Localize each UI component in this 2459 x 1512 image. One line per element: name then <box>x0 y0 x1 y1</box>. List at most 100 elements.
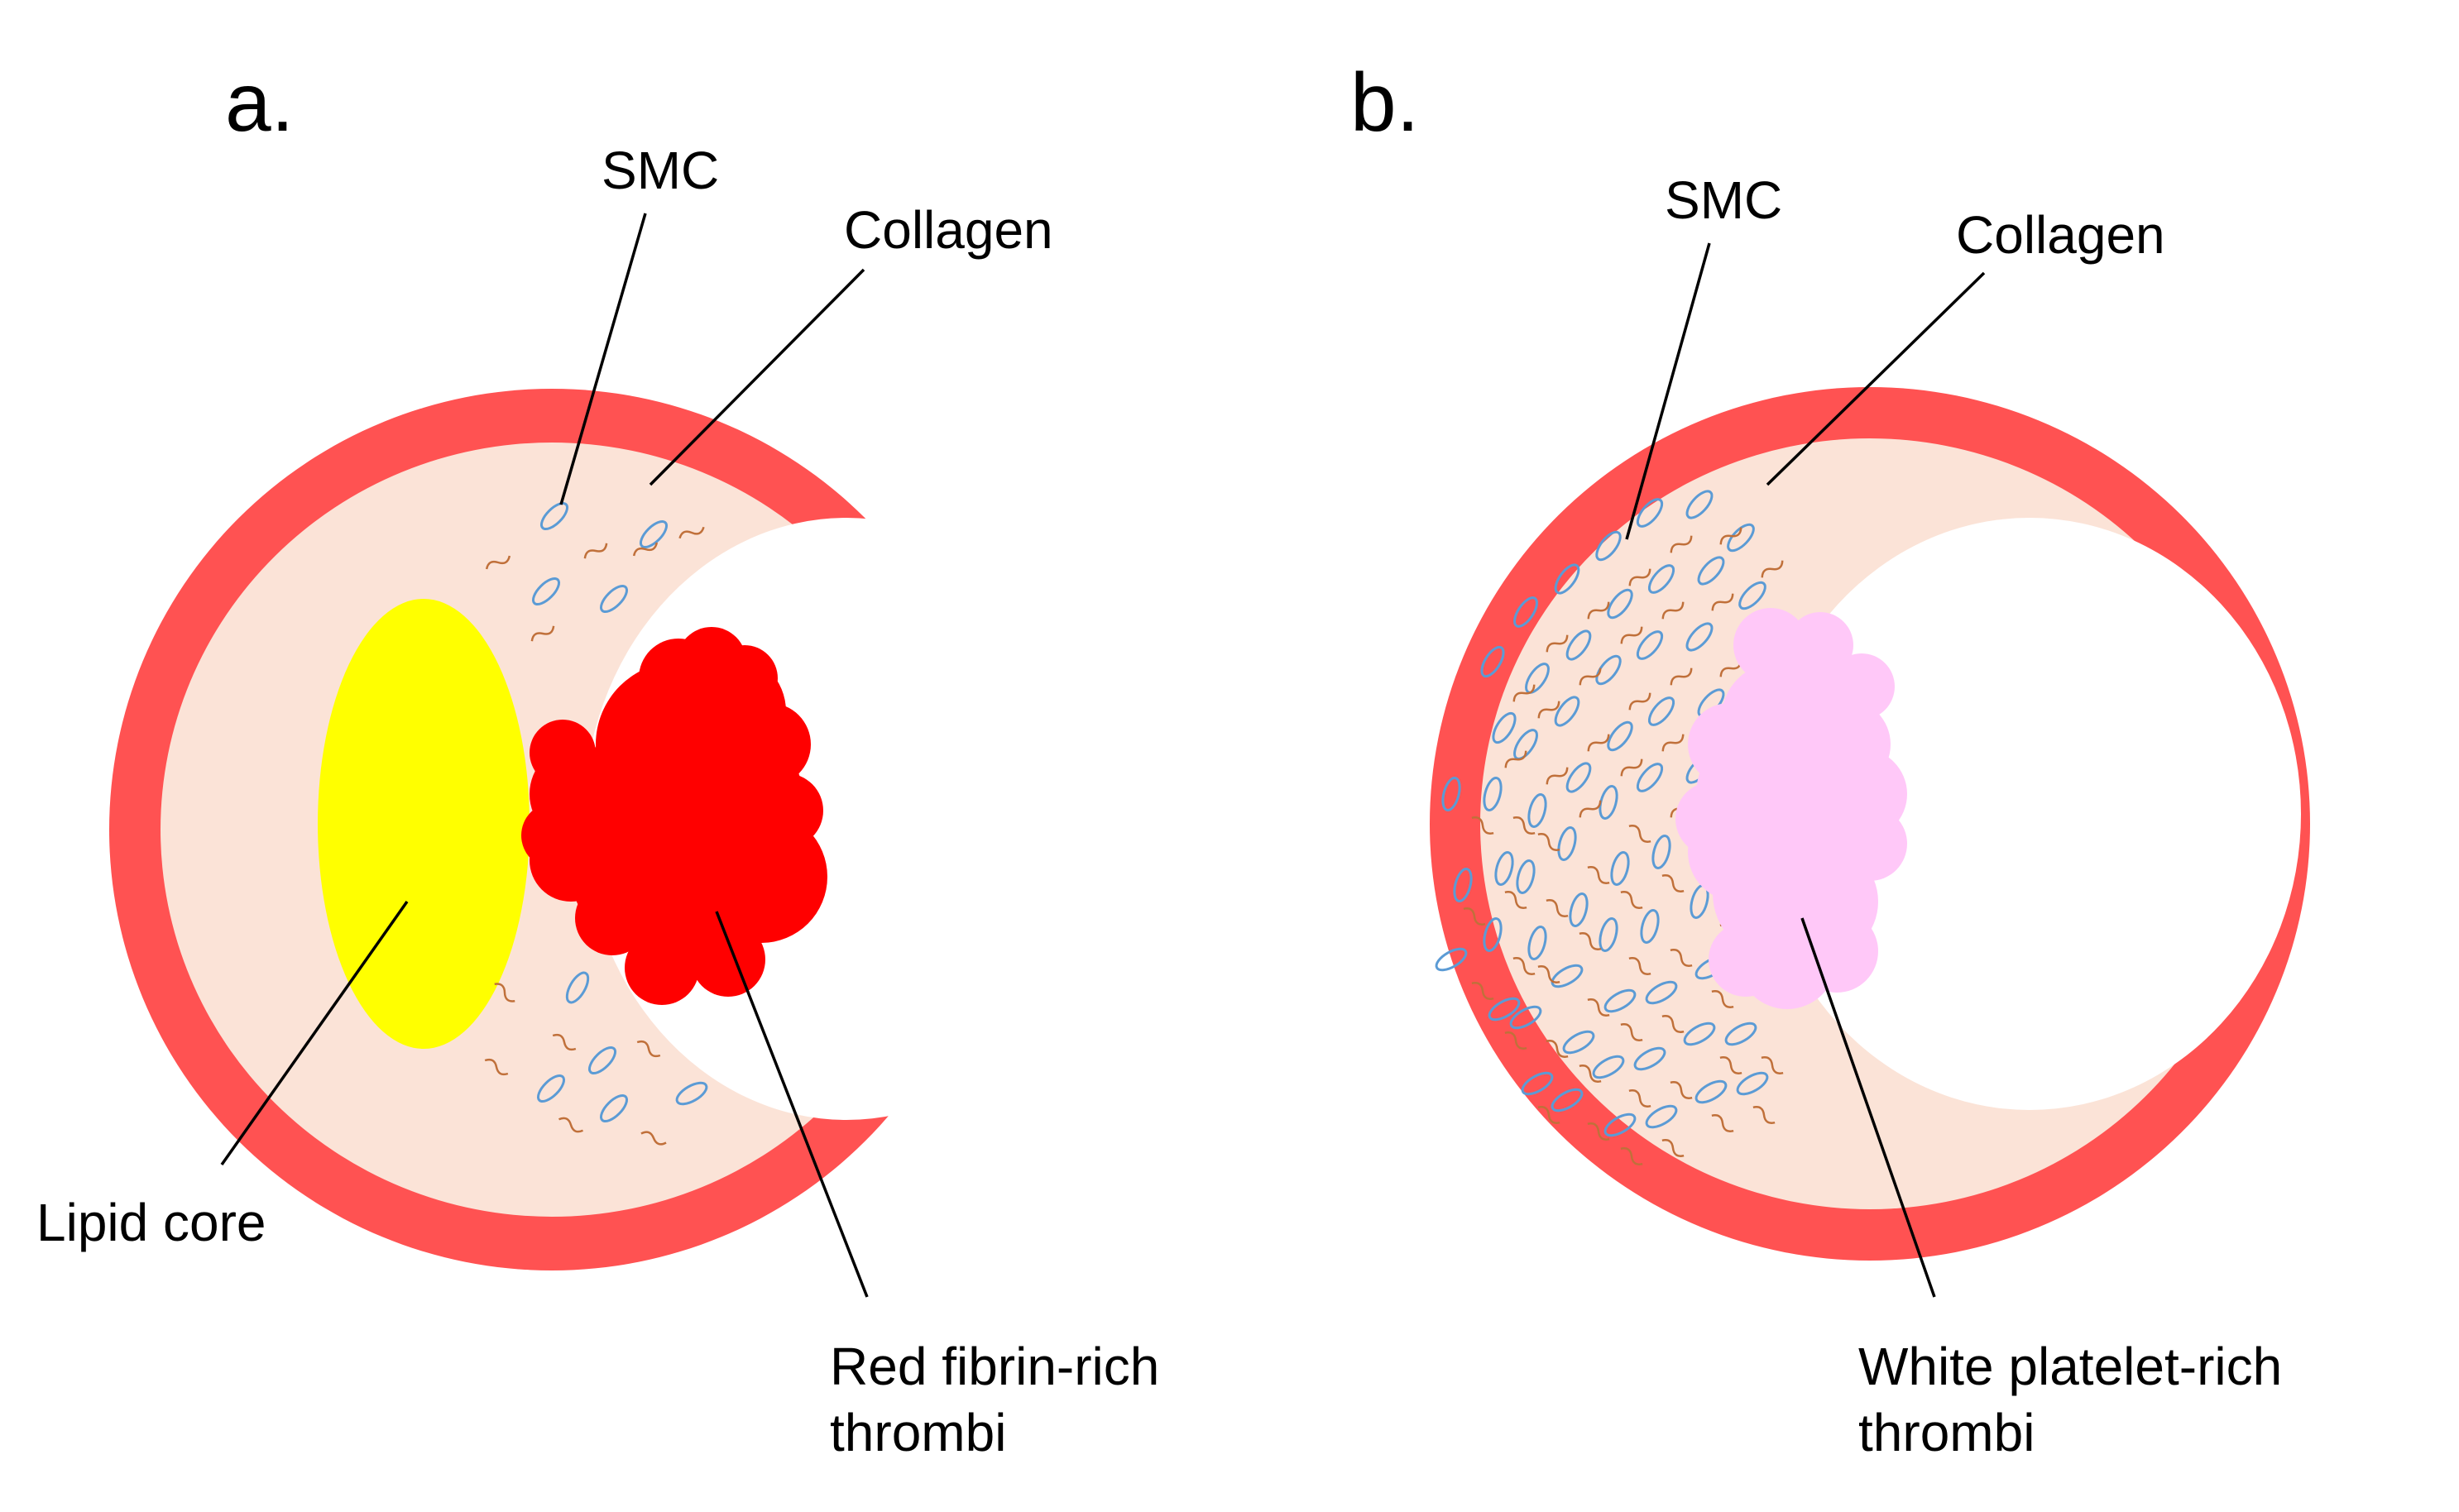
smc-cell <box>1736 1071 1769 1096</box>
collagen-fiber <box>1661 601 1685 620</box>
panel-label-a: a. <box>225 56 294 149</box>
smc-cell <box>1554 696 1580 727</box>
smc-cell <box>1647 696 1675 726</box>
smc-cell <box>1603 1112 1637 1137</box>
collagen-fiber <box>1752 1106 1776 1124</box>
smc-cell <box>1554 563 1580 595</box>
collagen-fiber <box>1670 535 1693 553</box>
collagen-fiber <box>530 625 555 642</box>
collagen-fiber <box>1761 560 1784 578</box>
collagen-fiber <box>678 526 705 539</box>
smc-cell <box>531 577 561 606</box>
collagen-fiber <box>1587 1122 1610 1141</box>
collagen-fibers-a <box>484 526 705 1146</box>
collagen-fiber <box>1620 626 1643 644</box>
red-thrombus-leader <box>715 911 869 1298</box>
collagen-fiber <box>1587 866 1610 884</box>
lipid-core-a <box>318 599 530 1049</box>
smc-cell <box>1647 564 1675 594</box>
collagen-fiber <box>1711 1114 1734 1132</box>
smc-cell <box>1562 1030 1595 1055</box>
collagen-fiber <box>1471 982 1494 1000</box>
smc-cell <box>1636 763 1664 792</box>
smc-cell <box>1483 777 1503 811</box>
thrombus-lobe <box>521 802 587 868</box>
collagen-fiber <box>1546 767 1569 785</box>
collagen-fiber <box>1661 734 1685 752</box>
collagen-fiber <box>1579 1065 1602 1083</box>
smc-cell <box>1551 964 1584 988</box>
collagen-fiber <box>1512 816 1536 835</box>
collagen-fiber <box>1537 1106 1560 1124</box>
smc-cell <box>1683 1022 1716 1046</box>
smc-cell <box>1610 851 1630 886</box>
smc-cell <box>1636 630 1664 660</box>
smc-cell <box>587 1045 617 1075</box>
collagen-fiber <box>1587 734 1610 752</box>
white-thrombus-label-line1: White platelet-rich <box>1858 1337 2282 1396</box>
smc-cell <box>539 501 569 531</box>
panel-label-b: b. <box>1350 56 1419 149</box>
smc-cell <box>1685 490 1714 519</box>
smc-cell <box>1527 926 1547 960</box>
collagen-fiber <box>1537 833 1560 851</box>
thrombus-lobe <box>1787 612 1853 678</box>
collagen-fiber <box>1504 1031 1527 1050</box>
thrombus-lobe <box>1688 703 1771 786</box>
collagen-fiber <box>1579 667 1602 686</box>
thrombus-lobe <box>1829 653 1895 720</box>
collagen-fiber <box>485 555 511 570</box>
smc-cell <box>1480 645 1505 678</box>
collagen-fiber <box>1661 1015 1685 1033</box>
smc-cell <box>1592 1055 1625 1079</box>
smc-cell <box>536 1074 566 1103</box>
smc-cell <box>1527 793 1547 828</box>
smc-cell <box>599 1093 629 1123</box>
smc-cell <box>1595 654 1622 686</box>
collagen-fiber <box>1587 998 1610 1017</box>
smc-cell <box>599 584 629 614</box>
smc-cell <box>639 519 669 549</box>
collagen-fiber <box>1546 1040 1569 1058</box>
collagen-fiber <box>484 1058 509 1076</box>
smc-cell <box>1727 523 1755 553</box>
collagen-fiber <box>1711 593 1734 611</box>
smc-cell <box>1483 917 1503 952</box>
collagen-fiber <box>1711 990 1734 1008</box>
smc-cell <box>565 971 590 1004</box>
smc-cell <box>1685 622 1714 652</box>
collagen-fiber <box>1504 891 1527 909</box>
smc-cell <box>1607 720 1633 752</box>
smc-cell <box>1551 1088 1584 1112</box>
thrombus-lobe <box>1733 608 1808 682</box>
white-thrombus-label: White platelet-rich thrombi <box>1858 1337 2297 1462</box>
collagen-fiber <box>640 1131 667 1146</box>
smc-cell <box>1521 1071 1554 1096</box>
smc-label-b: SMC <box>1665 170 1782 230</box>
collagen-fiber <box>1628 692 1651 711</box>
smc-cell <box>1525 663 1550 694</box>
lumen-b <box>1758 518 2301 1110</box>
smc-cell <box>1645 1104 1678 1129</box>
collagen-fiber <box>1620 1023 1643 1041</box>
collagen-fiber <box>1620 891 1643 909</box>
smc-cell <box>1603 988 1637 1013</box>
collagen-fiber <box>1761 1056 1784 1074</box>
collagen-fiber <box>1661 1139 1685 1157</box>
smc-cell <box>1441 777 1461 811</box>
white-platelet-thrombus <box>1675 608 1907 1009</box>
collagen-leader-a <box>649 268 865 486</box>
collagen-fiber <box>1661 874 1685 892</box>
collagen-fiber <box>1579 932 1602 950</box>
thrombus-lobe <box>745 844 811 910</box>
red-thrombus-label-line2: thrombi <box>830 1403 1006 1462</box>
thrombus-lobe <box>728 703 811 786</box>
collagen-fiber <box>1628 568 1651 586</box>
smc-cell <box>1557 826 1577 861</box>
collagen-fiber <box>1546 634 1569 653</box>
collagen-fiber <box>583 543 608 559</box>
smc-cell <box>675 1081 708 1106</box>
smc-cell <box>1599 785 1618 820</box>
red-thrombus-label: Red fibrin-rich thrombi <box>830 1337 1174 1462</box>
white-thrombus-label-line2: thrombi <box>1858 1403 2035 1462</box>
